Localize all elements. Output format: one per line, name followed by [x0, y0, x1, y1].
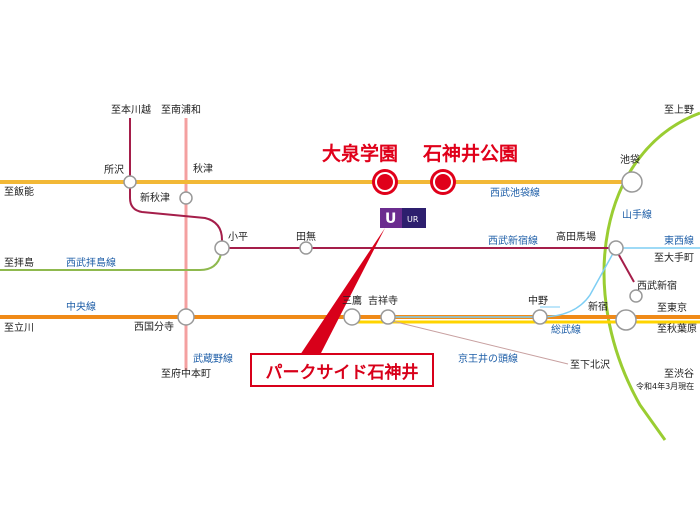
line-musashino: 武蔵野線: [193, 352, 233, 365]
dest-akihabara: 至秋葉原: [657, 322, 697, 335]
label-shakujii: 石神井公園: [422, 142, 518, 165]
ur-logo: U UR: [380, 208, 426, 228]
dest-hon-kawagoe: 至本川越: [111, 103, 151, 116]
label-takadanobaba: 高田馬場: [556, 230, 596, 243]
property-name: パークサイド石神井: [265, 362, 419, 383]
label-shinjuku: 新宿: [588, 300, 608, 313]
dest-minami-urawa: 至南浦和: [161, 103, 201, 116]
property-name-box: パークサイド石神井: [250, 353, 434, 387]
ur-logo-right: [402, 208, 426, 228]
ur-logo-glyph: U: [385, 211, 396, 227]
ur-logo-text: UR: [407, 215, 419, 224]
yamanote-line: [602, 111, 700, 441]
station-nakano: [532, 309, 548, 325]
station-takadanobaba: [608, 240, 624, 256]
dest-shibuya: 至渋谷: [664, 367, 694, 380]
property-pointer: [300, 228, 385, 355]
label-shinakitsu: 新秋津: [140, 191, 170, 204]
label-ikebukuro: 池袋: [620, 153, 640, 166]
station-shinakitsu: [179, 191, 193, 205]
line-sobu: 総武線: [551, 323, 581, 336]
dest-hanno: 至飯能: [4, 185, 34, 198]
label-mitaka: 三鷹: [342, 294, 362, 307]
label-akitsu: 秋津: [193, 162, 213, 175]
station-kodaira: [214, 240, 230, 256]
label-tokorozawa: 所沢: [104, 163, 124, 176]
station-tokorozawa: [123, 175, 137, 189]
label-kodaira: 小平: [228, 231, 248, 243]
dest-ootemachi: 至大手町: [654, 251, 694, 264]
ur-logo-left: [380, 208, 402, 228]
date-note: 令和4年3月現在: [636, 381, 694, 391]
dest-tokyo: 至東京: [657, 301, 687, 314]
line-seibu-ikebukuro: 西武池袋線: [490, 186, 540, 199]
line-chuo: 中央線: [66, 300, 96, 313]
line-yamanote: 山手線: [622, 208, 652, 221]
label-nakano: 中野: [528, 294, 548, 307]
station-seibushinjuku: [629, 289, 643, 303]
station-kichijoji: [380, 309, 396, 325]
station-mitaka: [343, 308, 361, 326]
label-tanashi: 田無: [296, 230, 316, 243]
label-ooizumi: 大泉学園: [322, 142, 398, 165]
station-tanashi: [299, 241, 313, 255]
line-tozai: 東西線: [664, 234, 694, 247]
label-kichijoji: 吉祥寺: [368, 294, 398, 307]
station-shakujii-ring: [433, 172, 453, 192]
dest-shimokitazawa: 至下北沢: [570, 358, 610, 371]
station-shinjuku: [615, 309, 637, 331]
line-seibu-shinjuku: 西武新宿線: [488, 234, 538, 247]
line-seibu-haijima: 西武拝島線: [66, 256, 116, 269]
dest-ueno: 至上野: [664, 104, 694, 116]
station-ikebukuro: [621, 171, 643, 193]
seibu-shinjuku-line: [129, 118, 635, 283]
dest-tachikawa: 至立川: [4, 321, 34, 334]
label-seibushinjuku: 西武新宿: [637, 279, 677, 292]
keio-branch-line: [387, 319, 569, 365]
station-nishikokubunji: [177, 308, 195, 326]
dest-fuchu-honmachi: 至府中本町: [161, 367, 211, 380]
station-ooizumi-ring: [375, 172, 395, 192]
label-nishikokubunji: 西国分寺: [134, 321, 174, 333]
dest-haijima: 至拝島: [4, 256, 34, 269]
line-keio-inokashira: 京王井の頭線: [458, 352, 518, 365]
